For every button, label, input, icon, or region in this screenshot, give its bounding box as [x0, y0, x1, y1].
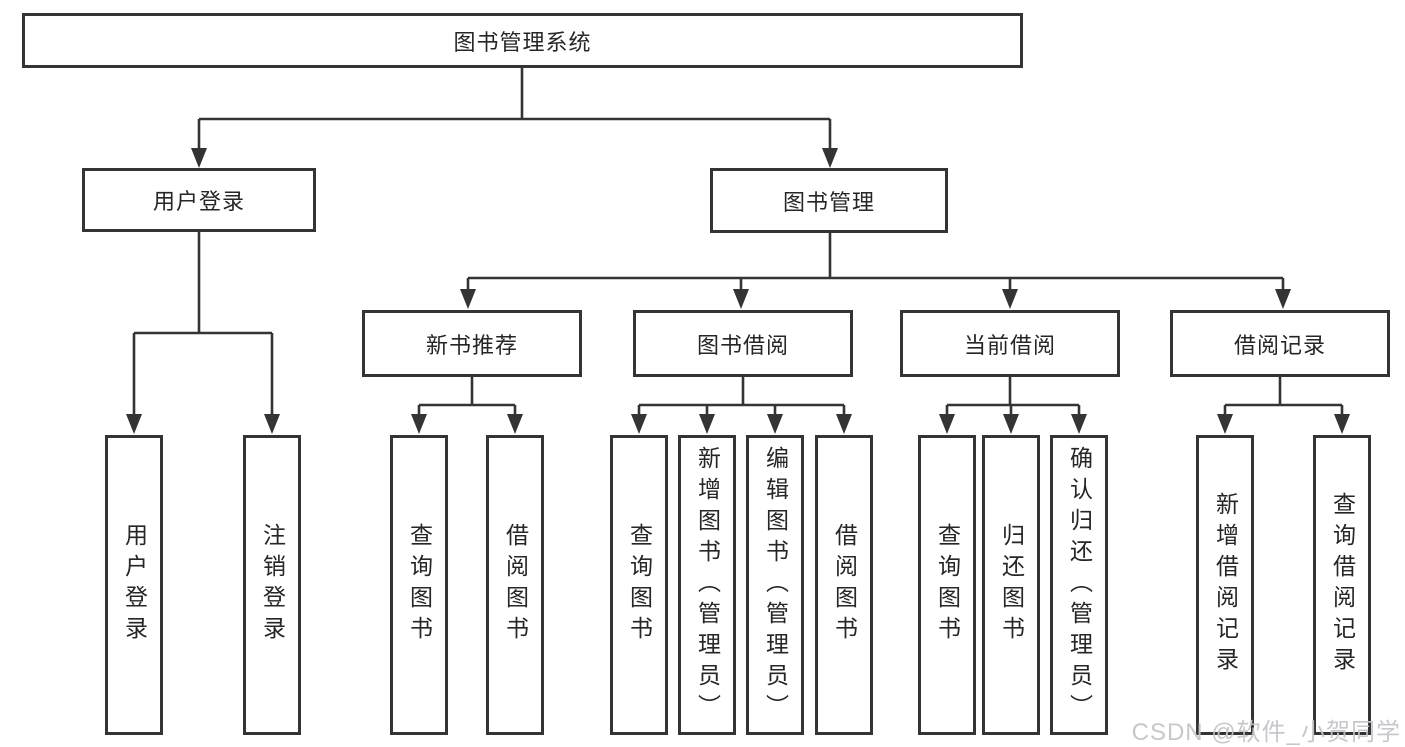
node-borrow-record: 借阅记录 [1170, 310, 1390, 377]
leaf-logout: 注销登录 [243, 435, 301, 735]
arrowheads [126, 148, 1350, 434]
node-user-login: 用户登录 [82, 168, 316, 232]
leaf-query-borrow-record: 查询借阅记录 [1313, 435, 1371, 735]
leaf-user-login: 用户登录 [105, 435, 163, 735]
leaf-recommend-borrow-books: 借阅图书 [486, 435, 544, 735]
leaf-return-books: 归还图书 [982, 435, 1040, 735]
leaf-add-borrow-record: 新增借阅记录 [1196, 435, 1254, 735]
leaf-borrow-query-books: 查询图书 [610, 435, 668, 735]
connector-paths [132, 68, 1344, 418]
csdn-watermark: CSDN @软件_小贺同学 [1131, 719, 1401, 746]
node-root-system: 图书管理系统 [22, 13, 1023, 68]
node-new-book-recommend: 新书推荐 [362, 310, 582, 377]
node-book-borrow: 图书借阅 [633, 310, 853, 377]
node-book-management: 图书管理 [710, 168, 948, 233]
leaf-edit-books-admin: 编辑图书（管理员） [746, 435, 804, 735]
leaf-recommend-query-books: 查询图书 [390, 435, 448, 735]
leaf-current-query-books: 查询图书 [918, 435, 976, 735]
node-current-borrow: 当前借阅 [900, 310, 1120, 377]
leaf-borrow-books: 借阅图书 [815, 435, 873, 735]
leaf-add-books-admin: 新增图书（管理员） [678, 435, 736, 735]
leaf-confirm-return-admin: 确认归还（管理员） [1050, 435, 1108, 735]
